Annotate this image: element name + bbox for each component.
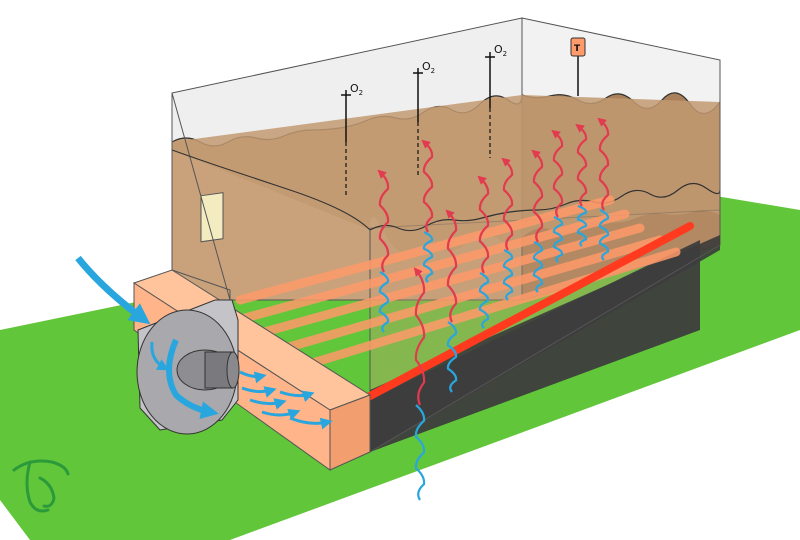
rising-air-line: [478, 272, 490, 329]
rising-air-line: [421, 139, 434, 233]
rising-air-line: [378, 271, 390, 333]
rising-air-line: [413, 267, 426, 406]
wall-panel: [200, 192, 224, 243]
duct-air-arrows: [239, 370, 333, 430]
svg-text:O2: O2: [494, 43, 507, 58]
floor-front-edge: [369, 244, 721, 453]
rising-air-line: [502, 249, 514, 301]
main-pipe: [336, 222, 694, 416]
oxygen-probes: O2 O2 O2: [341, 43, 507, 195]
rising-air-line: [445, 209, 458, 323]
rising-air-line: [531, 149, 544, 243]
rising-air-flows: [377, 117, 610, 501]
svg-text:O2: O2: [422, 60, 435, 75]
fan-swirl-arrow-2: [150, 341, 170, 371]
rising-air-line: [598, 209, 610, 261]
rising-air-line: [552, 215, 564, 263]
oxygen-probe-icon: O2: [485, 43, 507, 158]
rising-air-line: [597, 117, 610, 211]
oxygen-probe-icon: O2: [413, 60, 435, 178]
compost-front-edge-side: [171, 149, 371, 231]
temperature-sensor-icon: T: [570, 37, 586, 96]
rising-air-line: [422, 231, 434, 283]
rising-air-line: [532, 241, 544, 293]
rising-air-line: [377, 169, 390, 273]
compost-front-edge: [369, 182, 721, 232]
rising-air-line: [477, 175, 490, 274]
rising-air-line: [414, 404, 426, 501]
rising-air-line: [551, 129, 564, 218]
svg-text:O2: O2: [350, 82, 363, 97]
air-duct-side: [329, 394, 371, 471]
air-intake-arrow: [75, 255, 151, 325]
rising-air-line: [446, 321, 458, 393]
rising-air-line: [575, 123, 588, 207]
svg-text:T: T: [574, 44, 581, 54]
rising-air-line: [501, 157, 514, 251]
fan-swirl-arrow: [166, 338, 219, 420]
logo-icon: [12, 459, 70, 513]
rising-air-line: [576, 204, 588, 247]
oxygen-probe-icon: O2: [341, 82, 363, 195]
floor-dark-right: [370, 240, 700, 452]
